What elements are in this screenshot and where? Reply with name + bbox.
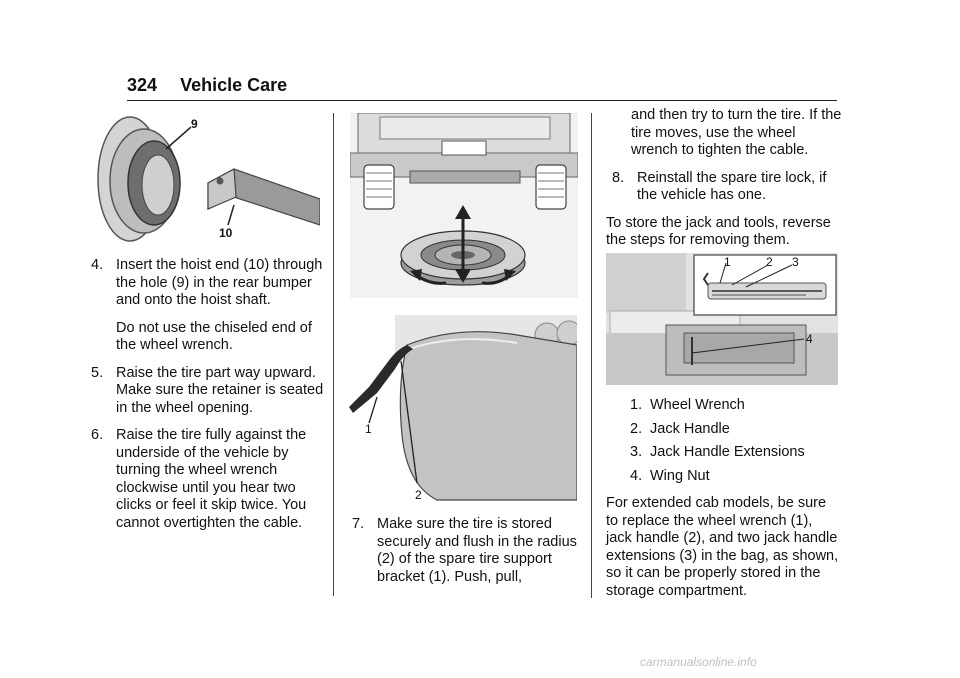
tools-list: 1. Wheel Wrench 2. Jack Handle 3. Jack H… [606, 397, 842, 485]
spare-tire-figure [350, 113, 578, 298]
list-item: 1. Wheel Wrench [630, 397, 745, 413]
page-number: 324 [127, 75, 158, 95]
page-header: 324 Vehicle Care [127, 75, 287, 96]
tools-callout-2: 2 [766, 255, 773, 269]
tools-figure: 1 2 3 4 [606, 253, 838, 385]
store-tools-paragraph: To store the jack and tools, reverse the… [606, 214, 831, 249]
column-divider-2 [591, 113, 592, 598]
step-7-continued: and then try to turn the tire. If the ti… [631, 107, 842, 158]
hoist-figure: 9 10 [96, 113, 320, 243]
tools-callout-1: 1 [724, 255, 731, 269]
callout-2: 2 [415, 488, 422, 502]
list-item: 3. Jack Handle Extensions [630, 444, 805, 460]
column-divider-1 [333, 113, 334, 596]
callout-9: 9 [191, 117, 198, 131]
extended-cab-paragraph: For extended cab models, be sure to repl… [606, 495, 839, 599]
list-item: 4. Wing Nut [630, 467, 710, 484]
step-4: 4. Insert the hoist end (10) through the… [91, 257, 323, 308]
step-8: 8. Reinstall the spare tire lock, if the… [612, 169, 827, 204]
watermark: carmanualsonline.info [640, 655, 757, 669]
callout-10: 10 [219, 226, 233, 240]
list-item: 2. Jack Handle [630, 420, 730, 437]
page-title: Vehicle Care [180, 75, 288, 95]
tools-callout-3: 3 [792, 255, 799, 269]
bracket-figure: 1 2 [347, 315, 577, 505]
header-rule [127, 100, 837, 101]
step-7: 7. Make sure the tire is stored securely… [352, 516, 577, 585]
callout-1: 1 [365, 422, 372, 436]
step-4-note: Do not use the chiseled end of the wheel… [116, 319, 312, 354]
step-6: 6. Raise the tire fully against the unde… [91, 427, 307, 531]
step-5: 5. Raise the tire part way upward. Make … [91, 364, 324, 416]
tools-callout-4: 4 [806, 332, 813, 346]
